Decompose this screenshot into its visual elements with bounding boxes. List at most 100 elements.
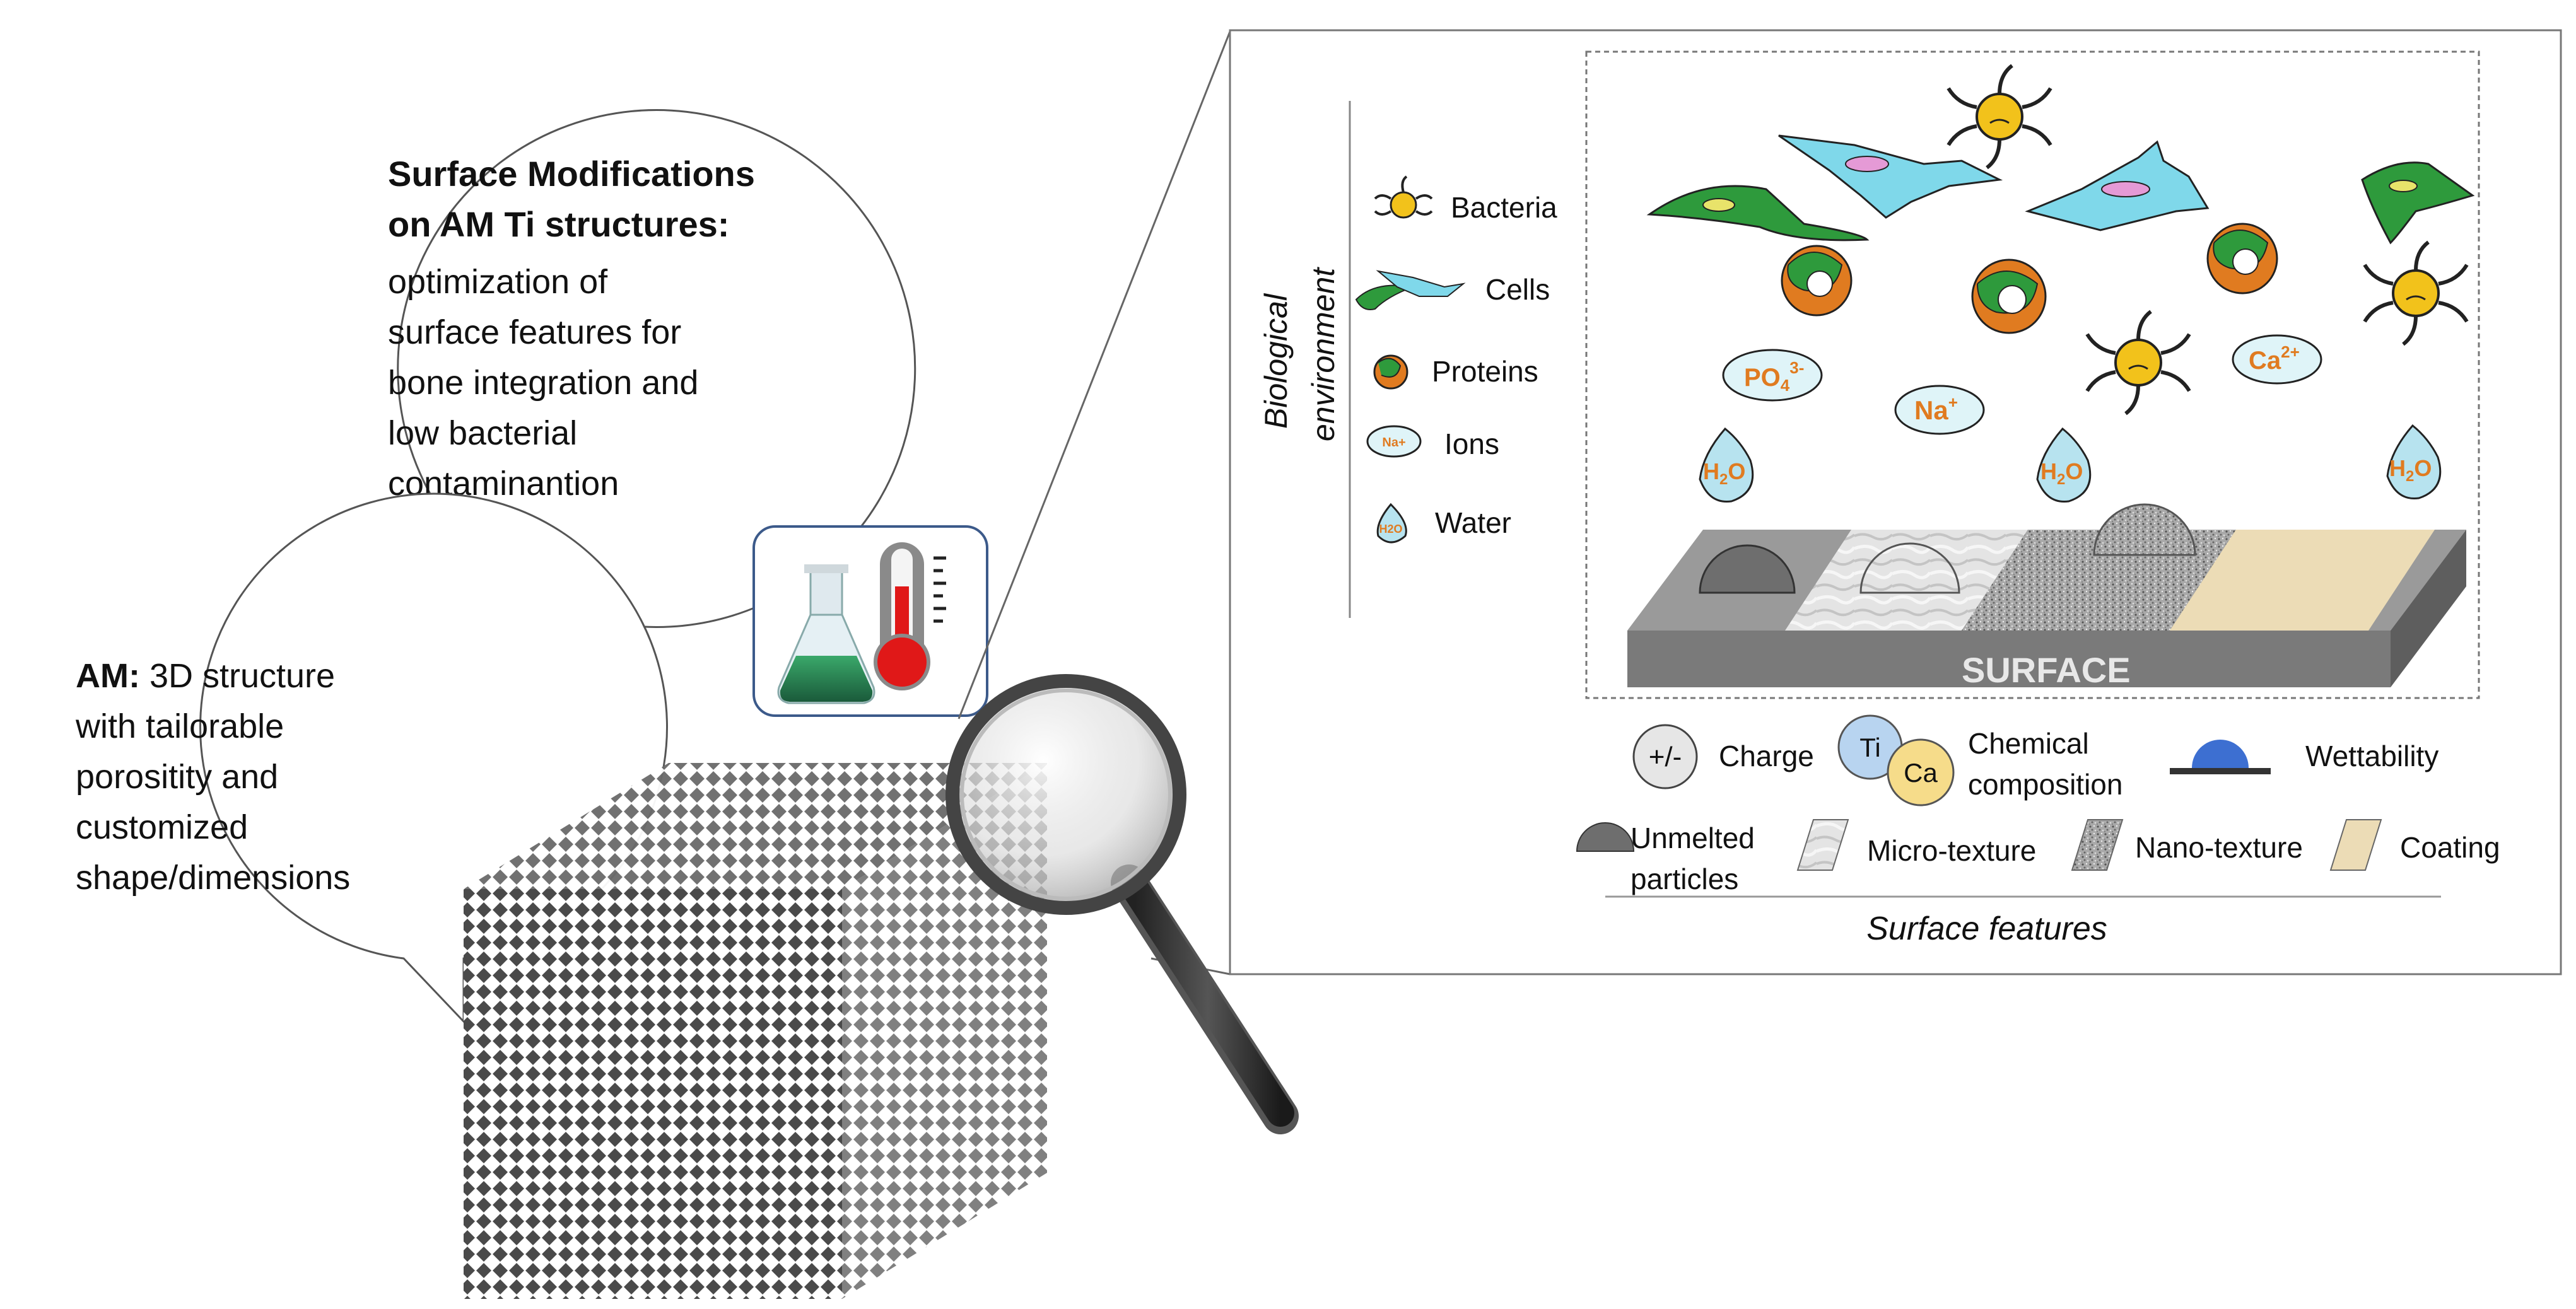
- am-title: AM:: [76, 657, 140, 695]
- nano-label: Nano-texture: [2135, 831, 2303, 864]
- water-drop-2: H2O: [2036, 427, 2092, 503]
- legend-water-text: H2O: [1379, 523, 1402, 535]
- unmelted-particle: [1699, 544, 1796, 594]
- legend-cells-label: Cells: [1485, 273, 1550, 306]
- legend-ion-text: Na+: [1382, 436, 1405, 450]
- scene-bacteria: [1947, 64, 2469, 416]
- micro-label: Micro-texture: [1867, 834, 2036, 867]
- bio-env-heading-2: environment: [1306, 267, 1341, 441]
- ion-po4: PO43-: [1722, 349, 1823, 402]
- am-first-line: 3D structure: [140, 657, 335, 695]
- ion-ca: Ca2+: [2232, 334, 2322, 385]
- protein-blob-2: [1971, 259, 2047, 334]
- h2o-1-sub: 2: [1719, 471, 1728, 488]
- water-drop-1: H2O: [1699, 427, 1754, 503]
- legend-ion-icon: Na+: [1366, 425, 1422, 458]
- surface-mod-line-2: surface features for: [388, 313, 681, 351]
- scene-box: [1585, 50, 2480, 699]
- flask-icon: [777, 564, 875, 704]
- bacterium-1: [1947, 64, 2052, 170]
- thermometer-icon: [874, 542, 946, 690]
- unmelted-particles-icon: [1576, 822, 1635, 852]
- chemical-composition-icon: Ti Ca: [1837, 714, 1955, 806]
- am-line-1: AM: 3D structure: [76, 657, 335, 695]
- surface-mod-title-1: Surface Modifications: [388, 154, 755, 194]
- legend-water-drop-icon: H2O: [1376, 503, 1407, 544]
- h2o-1-o: O: [1728, 458, 1745, 484]
- legend-bacteria-icon: [1374, 175, 1433, 219]
- h2o-2-sub: 2: [2057, 471, 2065, 488]
- chemical-label-1: Chemical: [1968, 727, 2089, 760]
- scene-cells: [1646, 134, 2475, 245]
- charge-label: Charge: [1719, 740, 1814, 772]
- zoom-panel: Biological environment Bacteria Cells Pr…: [1229, 29, 2562, 975]
- ti-label: Ti: [1859, 733, 1880, 762]
- micro-particle: [1859, 542, 1960, 594]
- ca-sup: 2+: [2281, 342, 2300, 361]
- h2o-2-o: O: [2065, 458, 2083, 484]
- legend-bacteria-label: Bacteria: [1451, 191, 1557, 224]
- svg-text:Na+: Na+: [1914, 393, 1958, 425]
- water-drop-3: H2O: [2386, 424, 2442, 500]
- h2o-3-h: H: [2389, 455, 2406, 481]
- na-text: Na: [1914, 395, 1948, 425]
- charge-symbol: +/-: [1649, 742, 1682, 772]
- nano-particle: [2093, 503, 2196, 556]
- svg-text:H2O: H2O: [1703, 458, 1745, 488]
- surface-features-legend: +/- Charge Ti Ca Chemical composition We…: [1576, 714, 2500, 947]
- bio-legend: Bacteria Cells Proteins Na+ Ions H2O Wat…: [1355, 175, 1557, 544]
- scene-proteins: [1781, 223, 2278, 334]
- lattice-cube: [464, 763, 1047, 1299]
- svg-text:H2O: H2O: [2040, 458, 2083, 488]
- legend-water-label: Water: [1435, 506, 1511, 539]
- scene-water: H2O H2O H2O: [1699, 424, 2442, 503]
- surface-label: SURFACE: [1962, 650, 2131, 690]
- ca-text: Ca: [2249, 347, 2281, 375]
- svg-text:PO43-: PO43-: [1744, 358, 1804, 395]
- h2o-1-h: H: [1703, 458, 1719, 484]
- magnifying-glass-icon: [946, 674, 1299, 1134]
- surface-mod-line-4: low bacterial: [388, 414, 577, 452]
- bacterium-3: [2363, 240, 2469, 346]
- surface-modifications-bubble: Surface Modifications on AM Ti structure…: [388, 109, 916, 628]
- h2o-2-h: H: [2040, 458, 2057, 484]
- coating-icon: [2329, 819, 2382, 871]
- coating-label: Coating: [2400, 831, 2500, 864]
- am-line-2: with tailorable: [75, 707, 284, 745]
- unmelted-label-2: particles: [1630, 863, 1738, 895]
- legend-proteins-label: Proteins: [1432, 355, 1538, 388]
- surface-mod-title-2: on AM Ti structures:: [388, 204, 729, 244]
- na-sup: +: [1948, 393, 1958, 412]
- surface-slab: SURFACE: [1627, 503, 2466, 690]
- bio-env-heading-1: Biological: [1258, 293, 1294, 429]
- h2o-3-o: O: [2414, 455, 2432, 481]
- chemical-label-2: composition: [1968, 768, 2122, 801]
- am-line-3: porositity and: [76, 758, 278, 796]
- svg-text:H2O: H2O: [2389, 455, 2432, 485]
- coating-region: [2170, 530, 2435, 631]
- protein-blob-3: [2206, 223, 2278, 294]
- charge-icon: +/-: [1632, 724, 1698, 789]
- micro-texture-icon: [1796, 819, 1849, 871]
- legend-protein-icon: [1373, 354, 1408, 390]
- svg-text:Ca2+: Ca2+: [2249, 342, 2300, 375]
- surface-features-heading: Surface features: [1866, 910, 2107, 947]
- wettability-label: Wettability: [2305, 740, 2438, 772]
- surface-mod-line-1: optimization of: [388, 263, 608, 301]
- surface-mod-line-3: bone integration and: [388, 364, 698, 402]
- scene-ions: PO43- Na+ Ca2+: [1722, 334, 2322, 435]
- wettability-icon: [2170, 740, 2271, 774]
- nano-texture-icon: [2071, 819, 2124, 871]
- unmelted-label-1: Unmelted: [1630, 822, 1755, 854]
- am-line-4: customized: [76, 808, 248, 846]
- h2o-3-sub: 2: [2406, 468, 2414, 485]
- po4-sub: 4: [1781, 376, 1790, 395]
- legend-ions-label: Ions: [1444, 428, 1499, 460]
- po4-text: PO: [1744, 364, 1781, 392]
- ca-label: Ca: [1904, 758, 1938, 788]
- am-line-5: shape/dimensions: [76, 859, 350, 897]
- bacterium-2: [2085, 310, 2191, 416]
- protein-blob-1: [1781, 245, 1853, 317]
- legend-cell-icon: [1355, 270, 1466, 310]
